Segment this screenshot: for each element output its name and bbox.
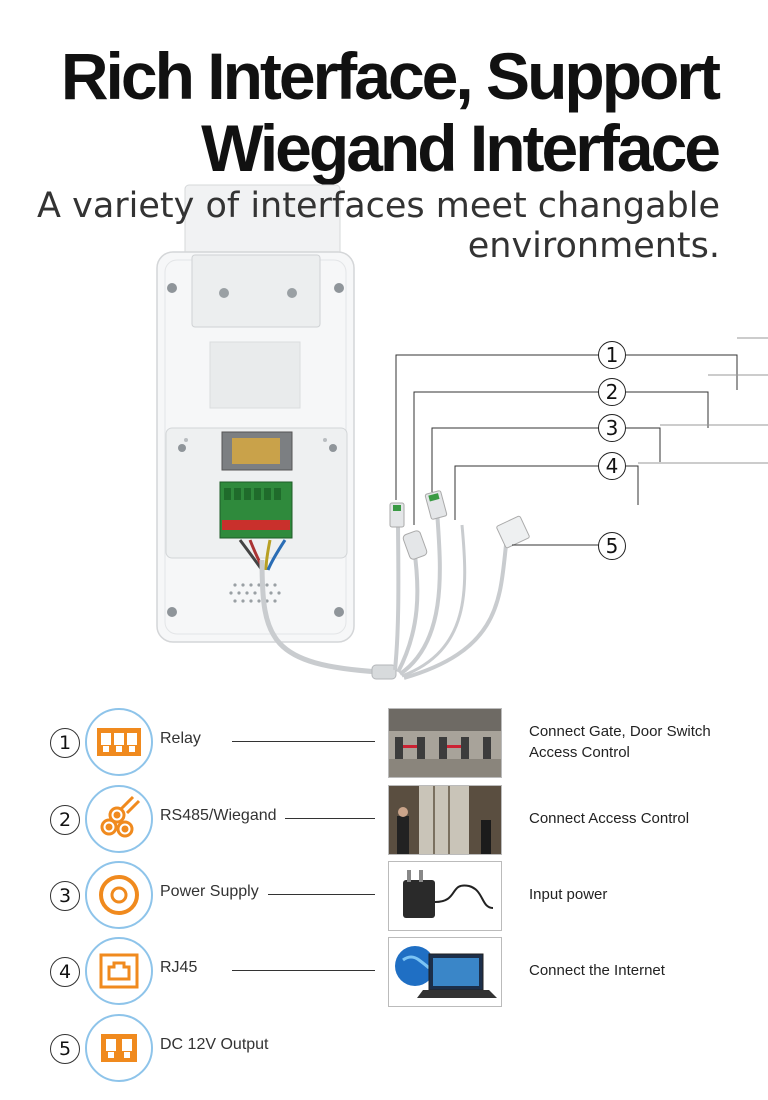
interface-row-rj45: 4 RJ45 Connect the Internet xyxy=(0,937,768,1007)
callout-5: 5 xyxy=(598,532,626,560)
row-label: Relay xyxy=(160,730,201,747)
rs485-wiegand-icon xyxy=(85,785,153,853)
row-connector-line xyxy=(232,970,375,971)
laptop-globe-photo xyxy=(388,937,502,1007)
callout-3: 3 xyxy=(598,414,626,442)
title-line-1: Rich Interface, Support xyxy=(60,39,721,113)
row-number: 2 xyxy=(50,805,80,835)
device-back-illustration xyxy=(156,184,768,680)
interface-row-power: 3 Power Supply Input power xyxy=(0,861,768,931)
row-label: RJ45 xyxy=(160,959,198,976)
power-adapter-photo xyxy=(388,861,502,931)
interface-row-relay: 1 Relay Connect Gate, xyxy=(0,708,768,778)
row-number: 3 xyxy=(50,881,80,911)
interface-row-dc-output: 5 DC 12V Output xyxy=(0,1014,768,1084)
page-title: Rich Interface, Support Wiegand Interfac… xyxy=(60,39,721,185)
row-description: Connect Gate, Door Switch Access Control xyxy=(529,721,711,763)
title-line-2: Wiegand Interface xyxy=(201,111,721,185)
desc-line-1: Connect Access Control xyxy=(529,810,690,827)
row-label: Power Supply xyxy=(160,883,259,900)
power-supply-icon xyxy=(85,861,153,929)
subtitle-line-1: A variety of interfaces meet changable xyxy=(37,186,720,226)
interface-row-rs485: 2 RS485/Wiegand Connect Access Control xyxy=(0,785,768,855)
turnstile-gates-photo xyxy=(388,708,502,778)
row-label: DC 12V Output xyxy=(160,1036,269,1053)
row-description: Connect Access Control xyxy=(529,808,689,829)
office-entrance-photo xyxy=(388,785,502,855)
callout-1: 1 xyxy=(598,341,626,369)
rj45-icon xyxy=(85,937,153,1005)
row-number: 4 xyxy=(50,957,80,987)
callout-2: 2 xyxy=(598,378,626,406)
row-number: 5 xyxy=(50,1034,80,1064)
desc-line-2: Access Control xyxy=(529,744,630,761)
relay-icon xyxy=(85,708,153,776)
row-connector-line xyxy=(285,818,375,819)
row-connector-line xyxy=(232,741,375,742)
subtitle-line-2: environments. xyxy=(467,226,720,266)
desc-line-1: Input power xyxy=(529,886,608,903)
row-description: Connect the Internet xyxy=(529,960,665,981)
row-connector-line xyxy=(268,894,375,895)
row-label: RS485/Wiegand xyxy=(160,807,277,824)
page-subtitle: A variety of interfaces meet changable e… xyxy=(37,186,720,266)
row-number: 1 xyxy=(50,728,80,758)
row-description: Input power xyxy=(529,884,607,905)
desc-line-1: Connect Gate, Door Switch xyxy=(529,723,711,740)
desc-line-1: Connect the Internet xyxy=(529,962,665,979)
dc-output-icon xyxy=(85,1014,153,1082)
callout-4: 4 xyxy=(598,452,626,480)
